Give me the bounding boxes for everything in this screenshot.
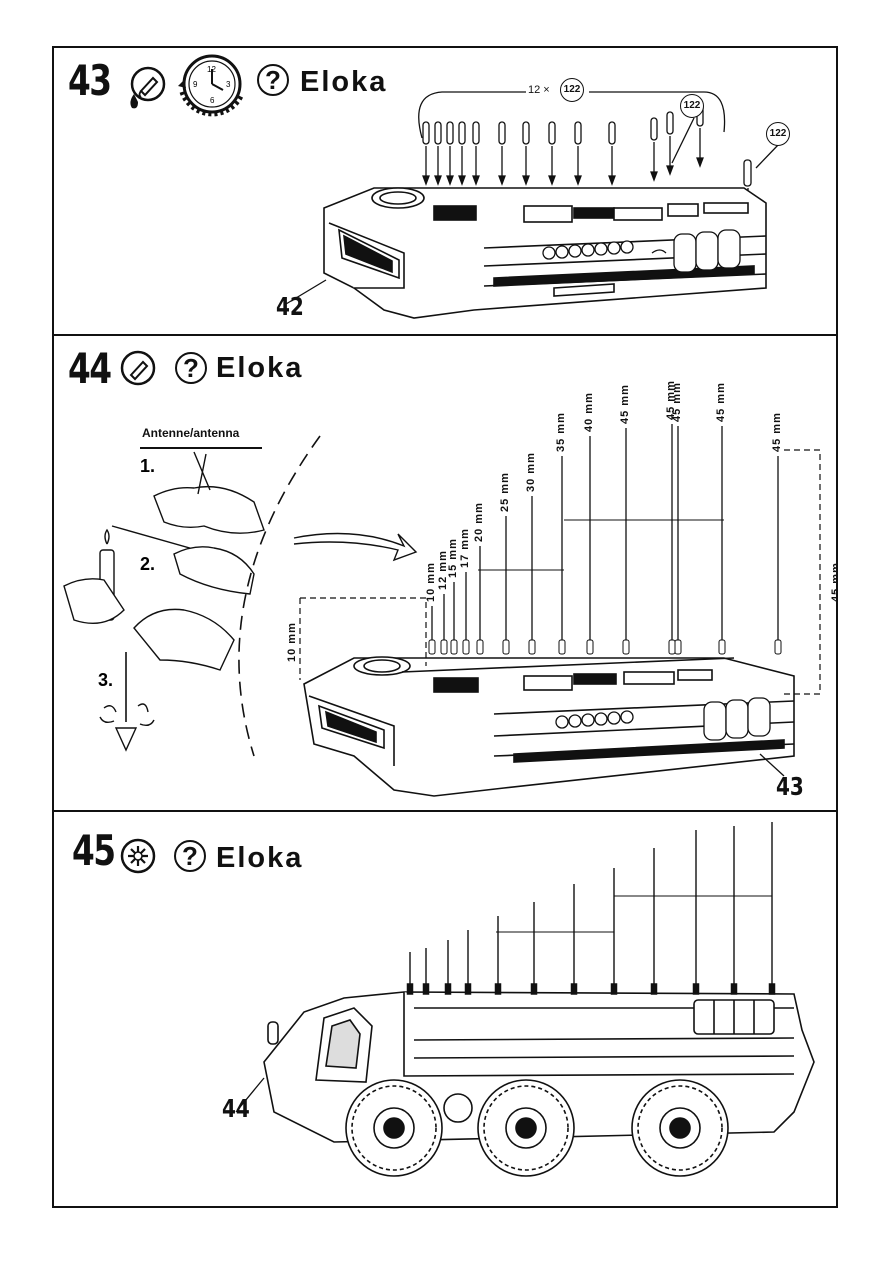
antenna-rod bbox=[674, 426, 682, 655]
svg-text:3: 3 bbox=[226, 80, 231, 89]
step-number: 45 bbox=[72, 826, 116, 875]
length-label: 45 mm bbox=[715, 382, 727, 422]
vehicle-hull bbox=[303, 656, 795, 797]
ref-number: 43 bbox=[776, 772, 804, 801]
direction-arrow bbox=[293, 532, 418, 562]
antenna-rod bbox=[774, 456, 782, 655]
glue-icon bbox=[130, 66, 166, 109]
part-number-badge: 122 bbox=[560, 78, 584, 102]
length-label: 40 mm bbox=[583, 392, 595, 432]
antenna-label: Antenne/antenna bbox=[142, 426, 240, 440]
antenna-base bbox=[446, 121, 454, 186]
step-43-drawing: 12 3 6 9 bbox=[130, 54, 780, 319]
antenna-base bbox=[422, 121, 430, 186]
antenna-base bbox=[434, 121, 442, 186]
length-label: 15 mm bbox=[447, 538, 459, 578]
antenna-rod bbox=[462, 572, 470, 655]
length-label: 35 mm bbox=[555, 412, 567, 452]
antenna-rod bbox=[610, 868, 618, 995]
step-44-panel: 44 1. 2. 3. bbox=[52, 334, 838, 812]
step-title: Eloka bbox=[216, 352, 304, 384]
question-icon: ? bbox=[257, 64, 289, 96]
step-title: Eloka bbox=[300, 66, 388, 98]
length-label: 10 mm bbox=[425, 562, 437, 602]
antenna-rod bbox=[444, 940, 452, 995]
antenna-rods-45 bbox=[406, 822, 776, 995]
antenna-base bbox=[650, 117, 658, 182]
antenna-rod bbox=[650, 848, 658, 995]
part-callout-lines bbox=[418, 91, 780, 169]
step-43-panel: 43 12 3 6 9 bbox=[52, 46, 838, 336]
dim-right-label: 45 mm bbox=[830, 562, 838, 602]
dim-left-label: 10 mm bbox=[286, 622, 298, 662]
antenna-group bbox=[422, 103, 752, 210]
paint-icon bbox=[120, 838, 156, 874]
step-title: Eloka bbox=[216, 842, 304, 874]
ref-number: 42 bbox=[276, 292, 304, 321]
antenna-rod bbox=[718, 426, 726, 655]
step-45-panel: 45 bbox=[52, 810, 838, 1208]
antenna-rod bbox=[730, 826, 738, 995]
clock-icon: 12 3 6 9 bbox=[178, 54, 245, 117]
antenna-base bbox=[666, 111, 674, 176]
ref-number: 44 bbox=[222, 1094, 250, 1123]
antenna-rod bbox=[406, 952, 414, 995]
antenna-rod bbox=[570, 884, 578, 995]
antenna-rod bbox=[464, 930, 472, 995]
length-label: 30 mm bbox=[525, 452, 537, 492]
antenna-rod bbox=[692, 830, 700, 995]
antenna-rod bbox=[450, 582, 458, 655]
wheels bbox=[345, 1079, 729, 1177]
length-label: 20 mm bbox=[473, 502, 485, 542]
antenna-rods-44 bbox=[428, 424, 782, 655]
step-number: 44 bbox=[68, 344, 112, 393]
step-45-drawing bbox=[120, 822, 815, 1177]
svg-text:6: 6 bbox=[210, 96, 215, 105]
antenna-base bbox=[548, 121, 556, 186]
antenna-base bbox=[458, 121, 466, 186]
substep-3: 3. bbox=[98, 670, 113, 690]
antenna-rod bbox=[476, 546, 484, 655]
substep-1: 1. bbox=[140, 456, 155, 476]
substep-2: 2. bbox=[140, 554, 155, 574]
divider-arc bbox=[238, 435, 321, 757]
question-icon: ? bbox=[175, 352, 207, 384]
question-icon: ? bbox=[174, 840, 206, 872]
step-number: 43 bbox=[68, 56, 112, 105]
glue-icon bbox=[120, 350, 156, 386]
antenna-bases bbox=[422, 103, 752, 210]
antenna-base bbox=[472, 121, 480, 186]
antenna-base bbox=[522, 121, 530, 186]
antenna-base bbox=[608, 121, 616, 186]
part-number-badge: 122 bbox=[680, 94, 704, 118]
length-label: 45 mm bbox=[619, 384, 631, 424]
antenna-rod bbox=[768, 822, 776, 995]
antenna-rod bbox=[530, 902, 538, 995]
step-44-drawing: 1. 2. 3. bbox=[63, 350, 821, 797]
antenna-rod bbox=[428, 606, 436, 655]
antenna-rod bbox=[422, 948, 430, 995]
antenna-rod bbox=[586, 436, 594, 655]
svg-text:9: 9 bbox=[193, 80, 198, 89]
part-number-badge: 122 bbox=[766, 122, 790, 146]
stowage-detail bbox=[555, 697, 771, 741]
antenna-rod bbox=[668, 424, 676, 655]
antenna-rod bbox=[558, 456, 566, 655]
antenna-base bbox=[574, 121, 582, 186]
antenna-rod bbox=[622, 428, 630, 655]
quantity-label: 12 × bbox=[528, 84, 550, 96]
length-label: 45 mm bbox=[771, 412, 783, 452]
antenna-rod bbox=[502, 516, 510, 655]
ref-42-leader bbox=[285, 279, 327, 305]
antenna-rod bbox=[528, 496, 536, 655]
length-label: 25 mm bbox=[499, 472, 511, 512]
antenna-base bbox=[498, 121, 506, 186]
length-label: 17 mm bbox=[459, 528, 471, 568]
stowage-detail bbox=[542, 229, 741, 273]
antenna-rod bbox=[440, 594, 448, 655]
length-label: 45 mm bbox=[671, 382, 683, 422]
antenna-rod bbox=[494, 916, 502, 995]
hands-sketch bbox=[63, 451, 265, 752]
